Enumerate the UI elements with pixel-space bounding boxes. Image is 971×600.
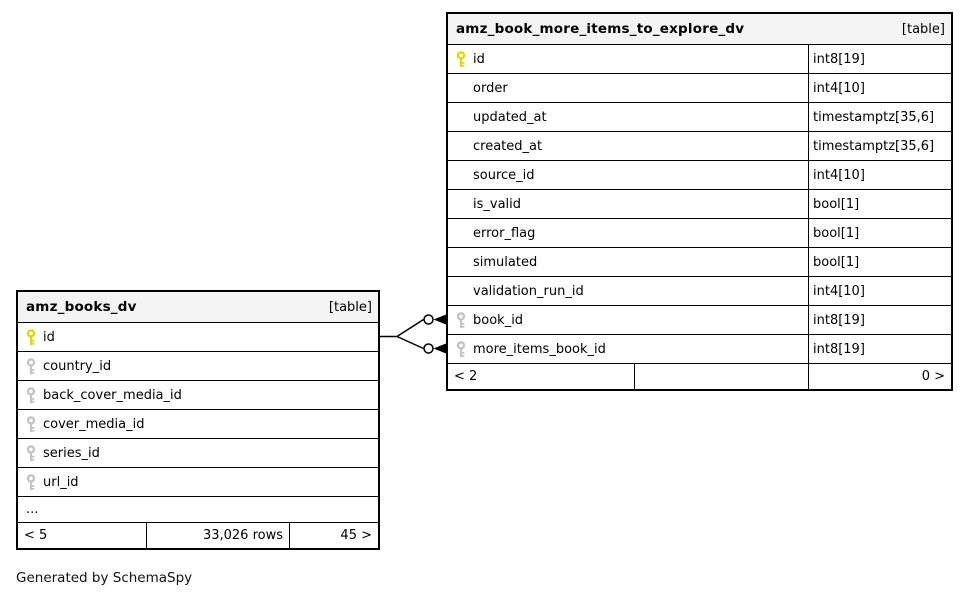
foreign-key-icon [25, 474, 37, 491]
column-name: simulated [473, 254, 538, 270]
fk-arrowhead [433, 314, 446, 325]
primary-key-icon [455, 51, 467, 68]
column-name: id [473, 51, 485, 67]
column-type: bool[1] [808, 219, 951, 247]
column-type: int8[19] [808, 335, 951, 363]
row-cover_media_id: cover_media_id [18, 409, 378, 438]
foreign-key-icon [25, 387, 37, 404]
row-back_cover_media_id: back_cover_media_id [18, 380, 378, 409]
column-name: cover_media_id [43, 416, 145, 432]
zero-or-one-circle [423, 314, 434, 325]
row-book_id: book_id int8[19] [448, 305, 951, 334]
foreign-key-icon [455, 341, 467, 358]
table-node-amz_books_dv[interactable]: amz_books_dv [table] id country_id back_… [16, 290, 380, 550]
row-simulated: simulated bool[1] [448, 247, 951, 276]
table-header[interactable]: amz_book_more_items_to_explore_dv [table… [448, 14, 951, 44]
primary-key-icon [25, 329, 37, 346]
column-name: url_id [43, 474, 79, 490]
fk-arrowhead [433, 343, 446, 354]
column-name: back_cover_media_id [43, 387, 182, 403]
column-name: validation_run_id [473, 283, 584, 299]
table-footer: < 2 0 > [448, 363, 951, 389]
foreign-key-icon [455, 312, 467, 329]
foreign-key-icon [25, 416, 37, 433]
column-type: int8[19] [808, 306, 951, 334]
table-name[interactable]: amz_books_dv [26, 299, 137, 315]
row-order: order int4[10] [448, 73, 951, 102]
table-header[interactable]: amz_books_dv [table] [18, 292, 378, 322]
generator-credit: Generated by SchemaSpy [16, 570, 193, 586]
column-type: bool[1] [808, 248, 951, 276]
table-type-tag: [table] [328, 299, 372, 315]
table-type-tag: [table] [901, 21, 945, 37]
hidden-columns-ellipsis: ... [18, 496, 378, 522]
column-name: source_id [473, 167, 535, 183]
column-type: int8[19] [808, 45, 951, 73]
column-type: timestamptz[35,6] [808, 103, 951, 131]
table-node-amz_book_more_items_to_explore_dv[interactable]: amz_book_more_items_to_explore_dv [table… [446, 12, 953, 391]
row-source_id: source_id int4[10] [448, 160, 951, 189]
table-name[interactable]: amz_book_more_items_to_explore_dv [456, 21, 745, 37]
column-name: order [473, 80, 508, 96]
foreign-key-icon [25, 358, 37, 375]
row-count [634, 364, 808, 389]
relationship-branch-book_id [396, 318, 424, 338]
column-name: country_id [43, 358, 112, 374]
children-count: < 2 [454, 369, 478, 384]
column-type: int4[10] [808, 74, 951, 102]
children-count: < 5 [24, 528, 48, 543]
row-more_items_book_id: more_items_book_id int8[19] [448, 334, 951, 363]
column-name: is_valid [473, 196, 522, 212]
row-updated_at: updated_at timestamptz[35,6] [448, 102, 951, 131]
column-type: int4[10] [808, 161, 951, 189]
row-created_at: created_at timestamptz[35,6] [448, 131, 951, 160]
column-type: bool[1] [808, 190, 951, 218]
row-is_valid: is_valid bool[1] [448, 189, 951, 218]
column-type: timestamptz[35,6] [808, 132, 951, 160]
row-validation_run_id: validation_run_id int4[10] [448, 276, 951, 305]
column-name: book_id [473, 312, 524, 328]
column-name: error_flag [473, 225, 536, 241]
row-count: 33,026 rows [146, 523, 289, 548]
row-error_flag: error_flag bool[1] [448, 218, 951, 247]
column-name: more_items_book_id [473, 341, 606, 357]
row-country_id: country_id [18, 351, 378, 380]
column-name: series_id [43, 445, 100, 461]
row-id: id int8[19] [448, 44, 951, 73]
row-series_id: series_id [18, 438, 378, 467]
column-name: updated_at [473, 109, 547, 125]
zero-or-one-circle [423, 343, 434, 354]
foreign-key-icon [25, 445, 37, 462]
row-url_id: url_id [18, 467, 378, 496]
column-name: created_at [473, 138, 543, 154]
row-id: id [18, 322, 378, 351]
column-name: id [43, 329, 55, 345]
parents-count: 0 > [808, 364, 951, 389]
table-footer: < 5 33,026 rows 45 > [18, 522, 378, 548]
column-type: int4[10] [808, 277, 951, 305]
relationship-branch-more_items_book_id [396, 335, 424, 350]
parents-count: 45 > [289, 523, 378, 548]
